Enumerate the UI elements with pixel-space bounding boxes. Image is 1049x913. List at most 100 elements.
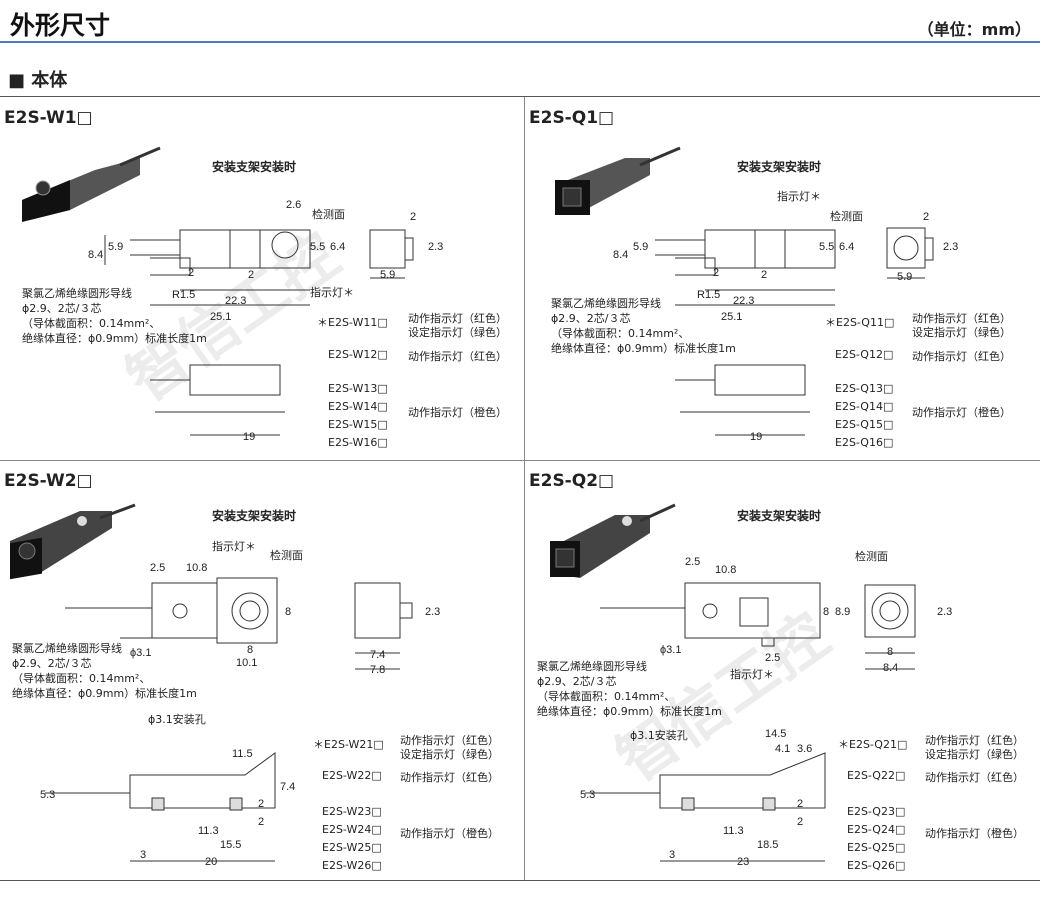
dim-text: 2.6 <box>286 199 301 211</box>
dim-text: 5.3 <box>580 789 595 801</box>
dim-text: 11.5 <box>232 748 253 760</box>
product-photo <box>550 503 676 578</box>
dim-text: 5.3 <box>40 789 55 801</box>
variant-desc: 动作指示灯（红色） <box>408 350 507 363</box>
bottom-rule <box>0 880 1040 881</box>
dim-text: 19 <box>750 431 762 443</box>
dim-text: 22.3 <box>733 295 754 307</box>
dim-text: 8 <box>285 606 291 618</box>
indicator-label: 指示灯＊ <box>777 189 821 203</box>
variant-desc: 动作指示灯（红色） 设定指示灯（绿色） <box>925 734 1024 761</box>
dim-text: 3.6 <box>797 743 812 755</box>
variant-model: E2S-Q12□ <box>835 348 894 361</box>
variant-model: E2S-W23□ E2S-W24□ E2S-W25□ E2S-W26□ <box>322 805 382 872</box>
variant-desc: 动作指示灯（橙色） <box>408 406 507 419</box>
dim-text: 2.5 <box>685 556 700 568</box>
dim-text: 2 <box>258 816 264 828</box>
dim-text: 4.1 <box>775 743 790 755</box>
page-title: 外形尺寸 <box>10 11 111 40</box>
dim-text: 8.4 <box>613 249 628 261</box>
dim-text: 2 <box>410 211 416 223</box>
dim-text: 25.1 <box>210 311 231 323</box>
indicator-label: 指示灯＊ <box>310 285 354 299</box>
cable-note: 聚氯乙烯绝缘圆形导线 ϕ2.9、2芯/３芯 （导体截面积：0.14mm²、 绝缘… <box>12 642 197 700</box>
dim-text: 8 <box>887 646 893 658</box>
hole-label: ϕ3.1 <box>660 644 681 656</box>
variant-desc: 动作指示灯（橙色） <box>925 827 1024 840</box>
dim-text: 5.9 <box>108 241 123 253</box>
dim-text: 2 <box>258 798 264 810</box>
mount-label: 安装支架安装时 <box>212 160 297 174</box>
drawing-w2: 2.5 10.8 8 8 10.1 2.3 7.4 7.8 11.5 5.3 7… <box>10 503 440 868</box>
dim-text: 2.3 <box>425 606 440 618</box>
unit-label: （单位：mm） <box>917 20 1031 39</box>
dim-text: 5.5 <box>310 241 325 253</box>
panel-e2s-q1: E2S-Q1□ 安装支架安装时 5.9 8.4 5.5 6.4 2 2 22.3… <box>525 100 1040 460</box>
variant-model: ＊E2S-Q11□ <box>825 316 895 329</box>
hole-label: ϕ3.1安装孔 <box>148 712 206 726</box>
panel-e2s-w1: E2S-W1□ 安装支架安装时 2.6 5.9 8.4 5.5 6.4 <box>0 100 515 460</box>
variant-desc: 动作指示灯（红色） 设定指示灯（绿色） <box>400 734 499 761</box>
model-title: E2S-Q1□ <box>529 108 615 128</box>
dim-text: 5.9 <box>897 271 912 283</box>
dim-text: 6.4 <box>330 241 345 253</box>
sense-label: 检测面 <box>312 207 345 221</box>
section-title: ■ 本体 <box>8 70 68 91</box>
drawing-q2: 2.5 10.8 8 8.9 2.5 2.3 8 8.4 14.5 4.1 3.… <box>550 503 952 868</box>
dim-text: 23 <box>737 856 749 868</box>
product-photo <box>555 146 681 215</box>
variant-model: E2S-Q22□ <box>847 769 906 782</box>
dim-text: 2 <box>713 267 719 279</box>
variant-desc: 动作指示灯（红色） <box>400 771 499 784</box>
dim-text: 2.5 <box>765 652 780 664</box>
variant-desc: 动作指示灯（红色） <box>925 771 1024 784</box>
sense-label: 检测面 <box>855 549 888 563</box>
variant-model: E2S-Q13□ E2S-Q14□ E2S-Q15□ E2S-Q16□ <box>835 382 894 449</box>
dim-text: 2 <box>797 798 803 810</box>
dim-text: 5.9 <box>380 269 395 281</box>
dim-text: 2.3 <box>943 241 958 253</box>
variant-model: ＊E2S-W21□ <box>313 738 384 751</box>
variant-model: ＊E2S-Q21□ <box>838 738 908 751</box>
dim-text: 2.3 <box>428 241 443 253</box>
panel-e2s-q2: E2S-Q2□ 安装支架安装时 2.5 10.8 8 8.9 2.5 2.3 8… <box>525 463 1040 878</box>
dim-text: 8.9 <box>835 606 850 618</box>
dim-text: 10.8 <box>715 564 736 576</box>
variant-desc: 动作指示灯（红色） <box>912 350 1011 363</box>
dim-text: 5.9 <box>633 241 648 253</box>
variant-model: E2S-W13□ E2S-W14□ E2S-W15□ E2S-W16□ <box>328 382 388 449</box>
dim-text: 18.5 <box>757 839 778 851</box>
dim-text: 2 <box>188 267 194 279</box>
model-title: E2S-Q2□ <box>529 471 615 491</box>
model-title: E2S-W1□ <box>4 108 93 128</box>
vertical-divider <box>524 97 525 880</box>
sense-label: 检测面 <box>270 548 303 562</box>
variant-model: E2S-W12□ <box>328 348 388 361</box>
hole-label: ϕ3.1 <box>130 647 151 659</box>
dim-text: 2 <box>923 211 929 223</box>
sense-label: 检测面 <box>830 209 863 223</box>
header-rule <box>0 41 1040 43</box>
indicator-label: 指示灯＊ <box>212 539 256 553</box>
cable-note: 聚氯乙烯绝缘圆形导线 ϕ2.9、2芯/３芯 （导体截面积：0.14mm²、 绝缘… <box>537 660 722 718</box>
dim-text: 8 <box>247 644 253 656</box>
dim-text: 20 <box>205 856 217 868</box>
dim-text: 7.8 <box>370 664 385 676</box>
dim-text: 8.4 <box>88 249 103 261</box>
hole-label: ϕ3.1安装孔 <box>630 728 688 742</box>
radius-label: R1.5 <box>697 289 720 301</box>
mount-label: 安装支架安装时 <box>737 160 822 174</box>
page-header: 外形尺寸 （单位：mm） <box>0 0 1049 44</box>
dim-text: 14.5 <box>765 728 786 740</box>
dim-text: 25.1 <box>721 311 742 323</box>
dim-text: 11.3 <box>198 825 219 837</box>
mount-label: 安装支架安装时 <box>737 509 822 523</box>
dim-text: 11.3 <box>723 825 744 837</box>
dim-text: 10.8 <box>186 562 207 574</box>
dim-text: 15.5 <box>220 839 241 851</box>
horizontal-divider <box>0 460 1040 461</box>
dim-text: 22.3 <box>225 295 246 307</box>
drawing-q1: 5.9 8.4 5.5 6.4 2 2 22.3 25.1 2 2.3 5.9 … <box>555 146 958 443</box>
cable-note: 聚氯乙烯绝缘圆形导线 ϕ2.9、2芯/３芯 （导体截面积：0.14mm²、 绝缘… <box>22 287 207 345</box>
dim-text: 3 <box>140 849 146 861</box>
